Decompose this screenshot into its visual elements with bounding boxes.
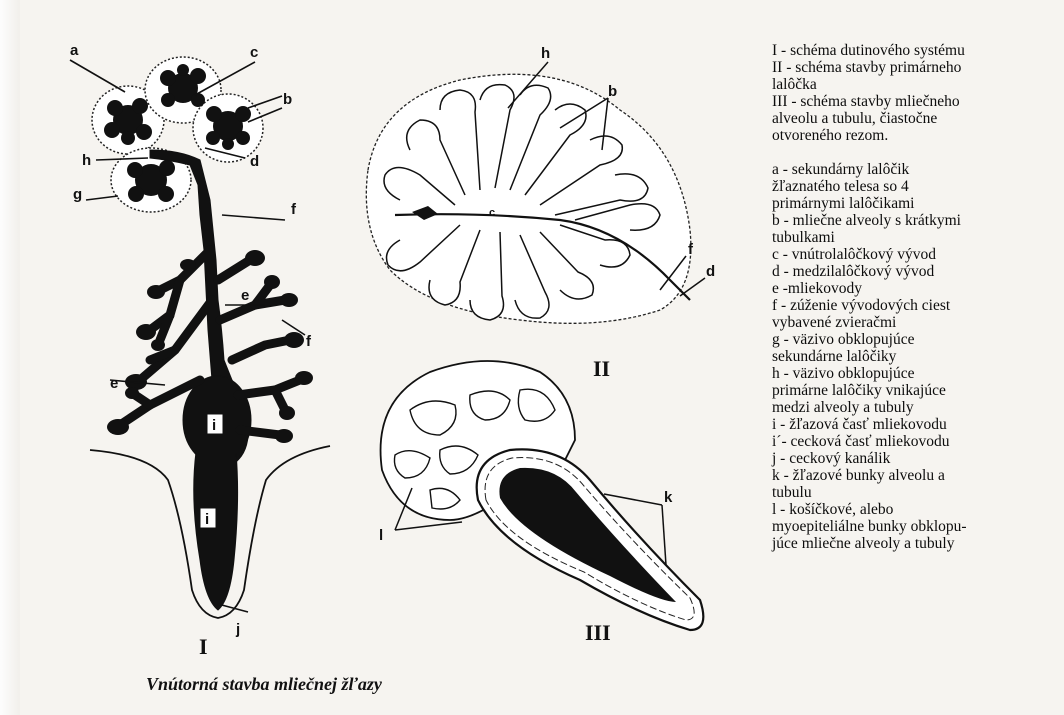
legend-line: i - žľazová časť mliekovodu <box>772 416 1058 433</box>
label-II-f: f <box>688 241 694 258</box>
label-I-e1: e <box>241 287 249 304</box>
legend-line: tubulu <box>772 484 1058 501</box>
diagram-III-alveolus: l k III <box>379 361 703 645</box>
legend-line: vybavené zvieračmi <box>772 314 1058 331</box>
legend-line: myoepiteliálne bunky obklopu- <box>772 518 1058 535</box>
legend-line: primárnymi lalôčikami <box>772 195 1058 212</box>
legend-line: primárne lalôčiky vnikajúce <box>772 382 1058 399</box>
legend-line: i´- cecková časť mliekovodu <box>772 433 1058 450</box>
legend-line: medzi alveoly a tubuly <box>772 399 1058 416</box>
label-II-d: d <box>706 263 715 280</box>
label-III-l: l <box>379 527 383 544</box>
label-II-c: c <box>489 207 495 219</box>
label-I-g: g <box>73 186 82 203</box>
label-I-c: c <box>250 44 258 61</box>
diagram-II-primary-lobule: h b c f d II <box>366 45 715 381</box>
label-III-k: k <box>664 489 673 506</box>
label-I-f1: f <box>291 201 297 218</box>
label-I-a: a <box>70 42 79 59</box>
figure-legend: I - schéma dutinového systému II - schém… <box>772 42 1058 552</box>
label-I-j: j <box>235 621 240 638</box>
legend-line: a - sekundárny lalôčik <box>772 161 1058 178</box>
legend-line: júce mliečne alveoly a tubuly <box>772 535 1058 552</box>
legend-line: e -mliekovody <box>772 280 1058 297</box>
legend-line: h - väzivo obklopujúce <box>772 365 1058 382</box>
roman-III: III <box>585 620 611 645</box>
legend-line: alveolu a tubulu, čiastočne <box>772 110 1058 127</box>
diagram-I-duct-system: a c b h d g f e f e i i j I <box>70 42 330 659</box>
legend-line: b - mliečne alveoly s krátkymi <box>772 212 1058 229</box>
legend-line: III - schéma stavby mliečneho <box>772 93 1058 110</box>
legend-line: lalôčka <box>772 76 1058 93</box>
label-I-d: d <box>250 153 259 170</box>
figure-caption: Vnútorná stavba mliečnej žľazy <box>146 674 382 695</box>
legend-line: otvoreného rezom. <box>772 127 1058 144</box>
label-II-b: b <box>608 83 617 100</box>
legend-line: c - vnútrolalôčkový vývod <box>772 246 1058 263</box>
legend-line: l - košíčkové, alebo <box>772 501 1058 518</box>
roman-II: II <box>593 356 610 381</box>
legend-spacer <box>772 144 1058 161</box>
legend-line: f - zúženie vývodových ciest <box>772 297 1058 314</box>
legend-line: k - žľazové bunky alveolu a <box>772 467 1058 484</box>
legend-line: sekundárne lalôčiky <box>772 348 1058 365</box>
legend-line: g - väzivo obklopujúce <box>772 331 1058 348</box>
label-I-h: h <box>82 152 91 169</box>
legend-line: žľaznatého telesa so 4 <box>772 178 1058 195</box>
label-I-i: i <box>212 417 216 434</box>
label-I-f2: f <box>306 333 312 350</box>
legend-line: II - schéma stavby primárneho <box>772 59 1058 76</box>
legend-line: d - medzilalôčkový vývod <box>772 263 1058 280</box>
label-II-h: h <box>541 45 550 62</box>
legend-line: tubulkami <box>772 229 1058 246</box>
label-I-e2: e <box>110 375 118 392</box>
legend-line: j - ceckový kanálik <box>772 450 1058 467</box>
label-I-b: b <box>283 91 292 108</box>
legend-line: I - schéma dutinového systému <box>772 42 1058 59</box>
roman-I: I <box>199 634 208 659</box>
label-I-i2: i <box>205 511 209 528</box>
